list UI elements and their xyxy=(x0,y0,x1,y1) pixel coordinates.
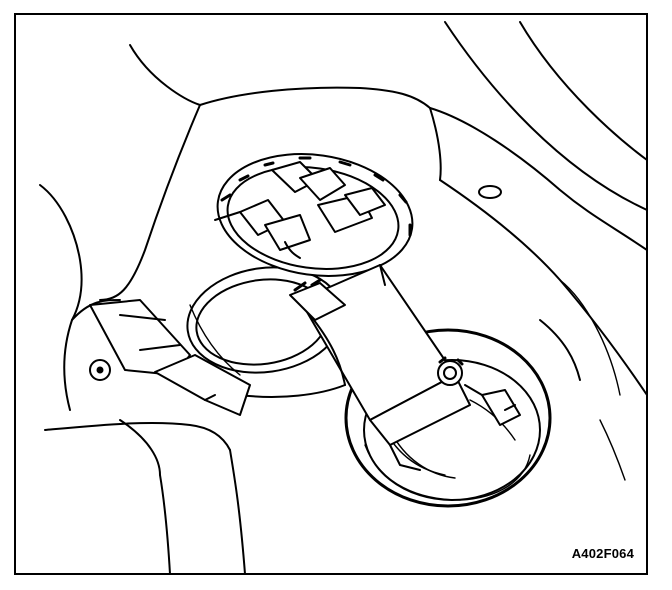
fuel-tank-opening xyxy=(344,328,552,508)
wiring-harness-connector xyxy=(89,299,251,416)
vehicle-floor-panel xyxy=(39,21,648,575)
figure-id-label: A402F064 xyxy=(571,546,634,561)
fuel-pump-module xyxy=(214,153,521,471)
